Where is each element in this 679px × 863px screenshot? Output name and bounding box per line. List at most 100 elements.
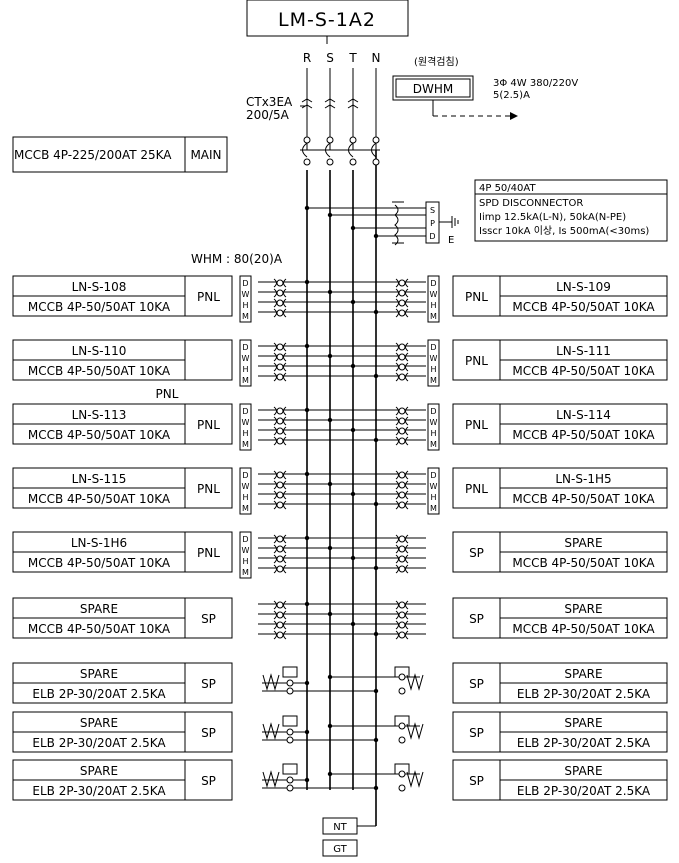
left-meter-box-letter: D (242, 279, 248, 288)
right-feeder-name: LN-S-111 (556, 344, 611, 358)
left-elb-contact (286, 736, 294, 744)
left-feeder-tag-box (184, 403, 233, 445)
main-breaker-terminal-top (349, 136, 357, 144)
main-breaker-terminal-bottom (303, 158, 311, 166)
right-feeder-tag-box (452, 467, 501, 509)
left-meter-box-letter: H (242, 429, 248, 438)
right-feeder-breaker: MCCB 4P-50/50AT 10KA (512, 622, 655, 636)
right-feeder-tag: PNL (465, 482, 488, 496)
left-meter-box (239, 275, 252, 323)
left-meter-box-letter: M (242, 312, 249, 321)
right-feeder-tag: PNL (465, 290, 488, 304)
right-branch-breaker-contact (398, 545, 406, 553)
left-branch-breaker-contact (276, 501, 284, 509)
left-branch-breaker-contact (276, 631, 284, 639)
right-feeder-tag-box (452, 597, 501, 639)
main-breaker-terminal-bottom (349, 158, 357, 166)
phase-label-s: S (326, 51, 334, 65)
right-feeder-breaker: MCCB 4P-50/50AT 10KA (512, 428, 655, 442)
ct-symbol-S (324, 98, 336, 109)
left-meter-box (239, 467, 252, 515)
left-meter-box-letter: D (242, 343, 248, 352)
right-feeder-6: SPARE MCCB 4P-50/50AT 10KA SP (452, 597, 668, 639)
right-feeder-breaker: ELB 2P-30/20AT 2.5KA (517, 687, 651, 701)
right-feeder-name: LN-S-109 (556, 280, 611, 294)
spd-breaker-frame (392, 201, 404, 244)
right-meter-box-letter: H (430, 429, 436, 438)
phase-label-r: R (303, 51, 311, 65)
left-feeder-tag-box (184, 467, 233, 509)
right-branch-breaker-contact (398, 299, 406, 307)
nt-box: NT (322, 817, 358, 835)
left-branch-breaker-contact (276, 417, 284, 425)
right-meter-box-letter: D (430, 279, 436, 288)
left-branch-breaker-contact (276, 373, 284, 381)
pnl-floating-label: PNL (156, 387, 179, 401)
left-elb-neutral-tap (373, 737, 379, 743)
left-elb-symbol (262, 673, 280, 691)
right-elb-contact (398, 736, 406, 744)
left-feeder-tag-box (184, 711, 233, 753)
remote-spec-2: 5(2.5)A (493, 90, 530, 101)
left-meter-box-letter: W (242, 418, 250, 427)
right-meter-box-letter: W (430, 482, 438, 491)
left-branch-breaker-contact (276, 407, 284, 415)
left-branch-breaker-contact (276, 363, 284, 371)
right-feeder-name: SPARE (564, 764, 602, 778)
left-feeder-name: LN-S-110 (72, 344, 127, 358)
right-branch-breaker-contact (398, 535, 406, 543)
right-feeder-name: SPARE (564, 602, 602, 616)
right-branch-breaker-contact (398, 555, 406, 563)
left-feeder-name: LN-S-1H6 (71, 536, 127, 550)
right-feeder-breaker: MCCB 4P-50/50AT 10KA (512, 364, 655, 378)
right-branch-breaker-contact (398, 279, 406, 287)
spd-earth-label: E (448, 235, 454, 246)
right-meter-box-letter: W (430, 418, 438, 427)
right-meter-box-letter: W (430, 354, 438, 363)
left-elb-contact (286, 687, 294, 695)
spd-letter-s: S (430, 206, 435, 215)
right-meter-box-letter: H (430, 365, 436, 374)
left-feeder-breaker: MCCB 4P-50/50AT 10KA (28, 556, 171, 570)
left-elb-contact (286, 728, 294, 736)
spd-breaker-arc (394, 204, 399, 246)
right-meter-box-letter: M (430, 312, 437, 321)
right-meter-box (427, 275, 440, 323)
main-breaker-terminal-bottom (372, 158, 380, 166)
right-feeder-tag-box (452, 759, 501, 801)
right-elb-tap (327, 771, 333, 777)
panel-title: LM-S-1A2 (246, 0, 409, 37)
right-meter-box-letter: H (430, 493, 436, 502)
right-feeder-name: SPARE (564, 667, 602, 681)
main-breaker-terminal-top (326, 136, 334, 144)
left-elb-symbol (262, 770, 280, 788)
right-branch-breaker-contact (398, 501, 406, 509)
right-meter-box (427, 339, 440, 387)
left-elb-test-box (282, 715, 298, 727)
ct-symbol-R (301, 98, 313, 109)
left-meter-box-letter: W (242, 290, 250, 299)
right-elb-symbol (406, 673, 424, 691)
left-feeder-tag: PNL (197, 290, 220, 304)
left-elb-tap (304, 729, 310, 735)
spd-line-3: Isscr 10kA 이상, Is 500mA(<30ms) (479, 225, 649, 237)
right-meter-box-letter: H (430, 301, 436, 310)
left-meter-box-letter: M (242, 440, 249, 449)
left-feeder-tag: SP (201, 774, 216, 788)
phase-label-t: T (348, 51, 357, 65)
left-branch-breaker-contact (276, 437, 284, 445)
remote-spec-1: 3Φ 4W 380/220V (493, 78, 578, 89)
left-feeder-tag: PNL (197, 418, 220, 432)
left-feeder-tag: SP (201, 677, 216, 691)
left-branch-breaker-contact (276, 555, 284, 563)
right-feeder-tag: SP (469, 612, 484, 626)
